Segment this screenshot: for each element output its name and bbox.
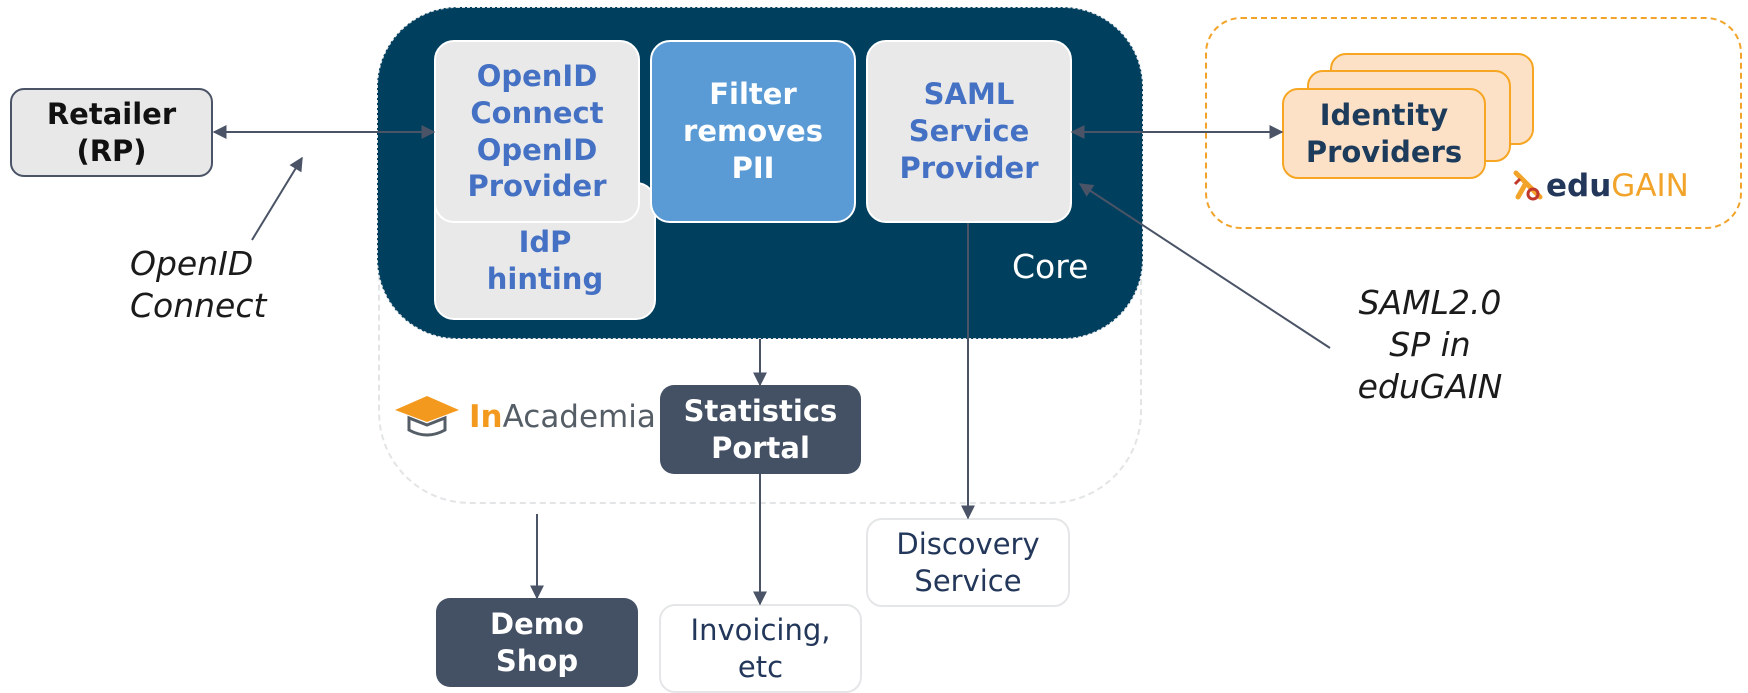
core-label: Core [1012,247,1089,286]
openid-connect-label: OpenID Connect [130,244,267,326]
edugain-gain-text: GAIN [1611,168,1689,204]
statistics-portal-box: Statistics Portal [660,385,861,474]
saml-sp-edugain-label: SAML2.0 SP in eduGAIN [1357,283,1503,407]
inacademia-academia-text: Academia [502,399,656,435]
graduation-cap-icon [395,396,459,437]
edugain-edu-text: edu [1546,168,1612,204]
retailer-rp-box: Retailer (RP) [10,88,213,177]
filter-pii-box: Filter removes PII [650,40,856,223]
saml-service-provider-box: SAML Service Provider [866,40,1072,223]
openid-connect-pointer [251,156,303,241]
edugain-key-icon [1513,170,1543,201]
inacademia-in-text: In [469,399,503,435]
demo-shop-box: Demo Shop [436,598,638,687]
invoicing-box: Invoicing, etc [659,604,862,693]
identity-providers-box: Identity Providers [1282,88,1486,179]
saml-edugain-pointer [1078,183,1331,349]
edugain-boundary [1205,17,1742,229]
discovery-service-box: Discovery Service [866,518,1070,607]
